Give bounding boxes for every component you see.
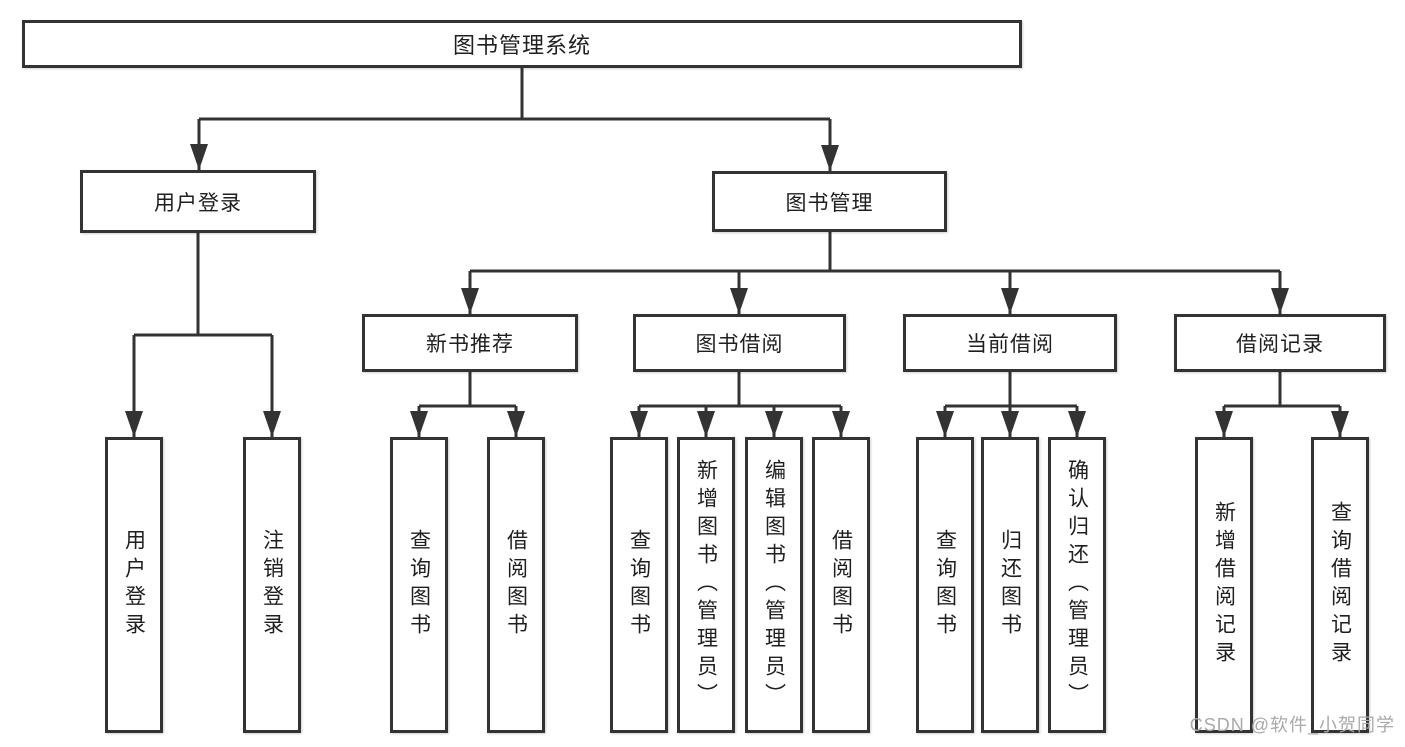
arrow-down-icon (461, 288, 479, 314)
arrow-down-icon (1271, 288, 1289, 314)
leaf-return-books-label: 归还图书 (998, 529, 1022, 641)
connector-book-borrow-children (630, 372, 850, 437)
node-root-label: 图书管理系统 (452, 33, 591, 58)
connector-current-borrow-children (936, 372, 1086, 437)
connector-new-book-children (410, 372, 525, 437)
leaf-add-borrow-record-label: 新增借阅记录 (1212, 501, 1236, 669)
arrow-down-icon (410, 411, 428, 437)
node-user-login: 用户登录 (80, 170, 316, 233)
node-book-borrow-label: 图书借阅 (695, 333, 784, 356)
node-book-management: 图书管理 (712, 171, 947, 232)
leaf-add-borrow-record: 新增借阅记录 (1195, 437, 1253, 733)
leaf-borrow-books-label: 借阅图书 (829, 529, 853, 641)
leaf-edit-books-admin: 编辑图书（管理员） (745, 437, 803, 733)
leaf-query-books-borrow: 查询图书 (610, 437, 668, 733)
leaf-query-borrow-record: 查询借阅记录 (1311, 437, 1369, 733)
node-book-borrow: 图书借阅 (633, 314, 846, 372)
arrow-down-icon (1331, 411, 1349, 437)
arrow-down-icon (697, 411, 715, 437)
leaf-query-books-recommend: 查询图书 (390, 437, 448, 733)
arrow-down-icon (832, 411, 850, 437)
leaf-borrow-books: 借阅图书 (812, 437, 870, 733)
node-borrow-record-label: 借阅记录 (1236, 333, 1324, 356)
node-new-book-recommend-label: 新书推荐 (426, 333, 514, 356)
leaf-query-books-borrow-label: 查询图书 (627, 529, 651, 641)
arrow-down-icon (1068, 411, 1086, 437)
leaf-logout: 注销登录 (243, 437, 301, 733)
node-current-borrow: 当前借阅 (903, 314, 1117, 372)
leaf-borrow-books-recommend: 借阅图书 (487, 437, 545, 733)
connector-user-login-children (125, 233, 281, 437)
node-current-borrow-label: 当前借阅 (966, 333, 1054, 356)
arrow-down-icon (936, 411, 954, 437)
node-user-login-label: 用户登录 (154, 191, 242, 215)
arrow-down-icon (821, 145, 839, 171)
arrow-down-icon (730, 288, 748, 314)
arrow-down-icon (507, 411, 525, 437)
leaf-borrow-books-recommend-label: 借阅图书 (504, 529, 528, 641)
connector-book-management-children (461, 232, 1289, 314)
leaf-add-books-admin-label: 新增图书（管理员） (694, 459, 718, 711)
leaf-user-login-label: 用户登录 (122, 529, 146, 641)
arrow-down-icon (630, 411, 648, 437)
arrow-down-icon (765, 411, 783, 437)
leaf-add-books-admin: 新增图书（管理员） (677, 437, 735, 733)
connector-borrow-record-children (1215, 372, 1349, 437)
arrow-down-icon (1215, 411, 1233, 437)
arrow-down-icon (1001, 411, 1019, 437)
leaf-confirm-return-admin-label: 确认归还（管理员） (1065, 459, 1089, 711)
leaf-confirm-return-admin: 确认归还（管理员） (1048, 437, 1106, 733)
leaf-query-books-recommend-label: 查询图书 (407, 529, 431, 641)
leaf-logout-label: 注销登录 (260, 529, 284, 641)
arrow-down-icon (263, 411, 281, 437)
leaf-query-books-current-label: 查询图书 (933, 529, 957, 641)
leaf-query-books-current: 查询图书 (916, 437, 974, 733)
leaf-query-borrow-record-label: 查询借阅记录 (1328, 501, 1352, 669)
node-root: 图书管理系统 (22, 20, 1022, 68)
node-book-management-label: 图书管理 (785, 191, 874, 215)
arrow-down-icon (190, 144, 208, 170)
connector-root-to-level2 (190, 68, 839, 171)
arrow-down-icon (125, 411, 143, 437)
leaf-edit-books-admin-label: 编辑图书（管理员） (762, 459, 786, 711)
leaf-user-login: 用户登录 (105, 437, 163, 733)
leaf-return-books: 归还图书 (981, 437, 1039, 733)
node-new-book-recommend: 新书推荐 (362, 314, 578, 372)
arrow-down-icon (1001, 288, 1019, 314)
node-borrow-record: 借阅记录 (1174, 314, 1386, 372)
